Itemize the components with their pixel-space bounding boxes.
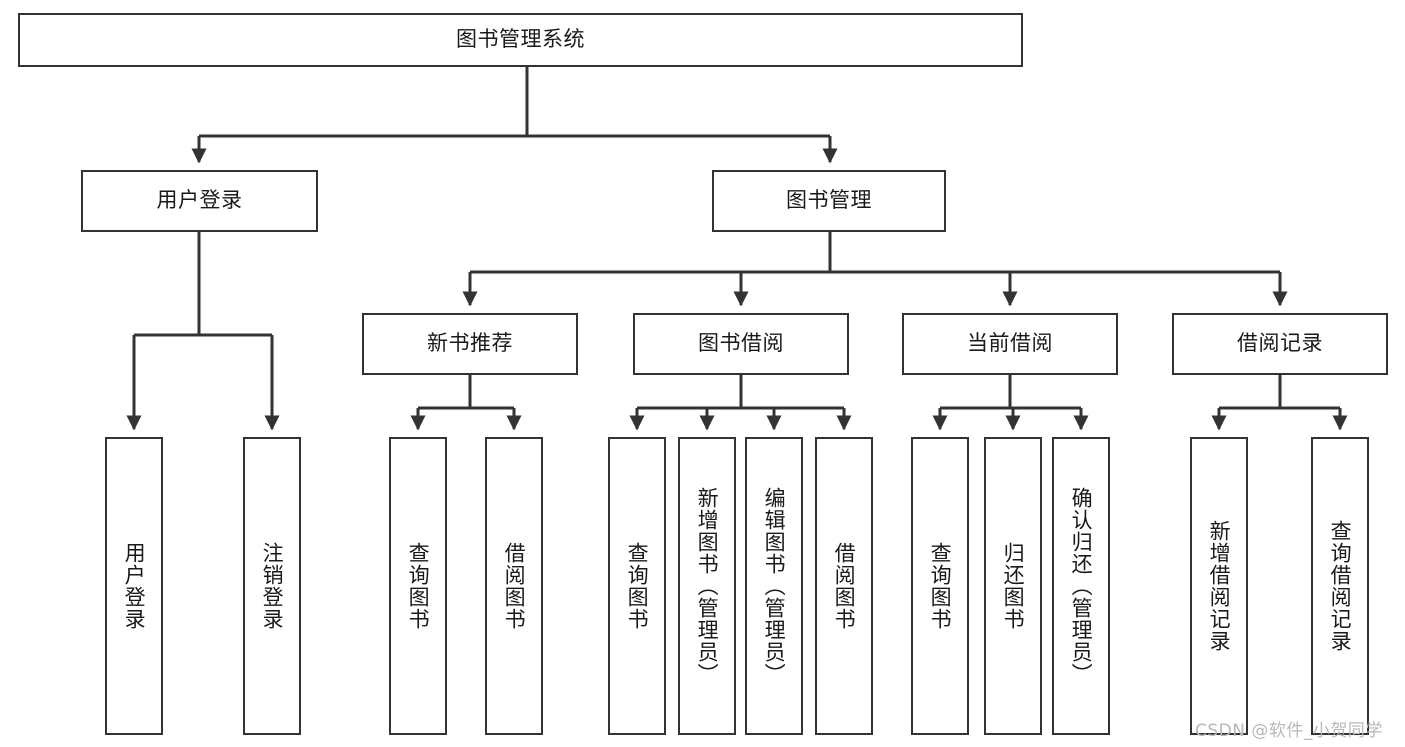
node-borrow-record[interactable]: 借阅记录 — [1172, 313, 1388, 375]
node-leaf-edit-book[interactable]: 编辑图书（管理员） — [745, 437, 803, 735]
node-label: 用户登录 — [156, 188, 243, 213]
node-leaf-query-book-3[interactable]: 查询图书 — [911, 437, 969, 735]
node-label: 新增图书（管理员） — [695, 487, 720, 685]
node-label: 当前借阅 — [967, 331, 1053, 356]
node-label: 图书管理 — [786, 188, 872, 213]
node-label: 用户登录 — [122, 542, 147, 630]
node-leaf-add-record[interactable]: 新增借阅记录 — [1190, 437, 1248, 735]
node-leaf-logout[interactable]: 注销登录 — [243, 437, 301, 735]
node-label: 图书借阅 — [698, 331, 784, 356]
node-leaf-return-book[interactable]: 归还图书 — [984, 437, 1042, 735]
node-leaf-query-record[interactable]: 查询借阅记录 — [1311, 437, 1369, 735]
node-leaf-query-book-1[interactable]: 查询图书 — [389, 437, 447, 735]
node-leaf-user-login[interactable]: 用户登录 — [105, 437, 163, 735]
node-label: 图书管理系统 — [456, 27, 585, 52]
node-book-borrow[interactable]: 图书借阅 — [633, 313, 849, 375]
node-label: 借阅图书 — [502, 542, 527, 630]
node-label: 归还图书 — [1001, 542, 1026, 630]
node-current-borrow[interactable]: 当前借阅 — [902, 313, 1118, 375]
node-label: 查询图书 — [928, 542, 953, 630]
node-label: 确认归还（管理员） — [1069, 487, 1094, 685]
node-leaf-confirm-return[interactable]: 确认归还（管理员） — [1052, 437, 1110, 735]
node-label: 新增借阅记录 — [1207, 520, 1232, 652]
node-label: 注销登录 — [260, 542, 285, 630]
node-new-book-rec[interactable]: 新书推荐 — [362, 313, 578, 375]
csdn-watermark: CSDN @软件_小贺同学 — [1195, 721, 1383, 741]
node-label: 查询图书 — [406, 542, 431, 630]
node-leaf-borrow-book-2[interactable]: 借阅图书 — [815, 437, 873, 735]
node-label: 借阅图书 — [832, 542, 857, 630]
node-label: 借阅记录 — [1237, 331, 1323, 356]
node-leaf-borrow-book-1[interactable]: 借阅图书 — [485, 437, 543, 735]
node-user-login[interactable]: 用户登录 — [81, 170, 318, 232]
node-root[interactable]: 图书管理系统 — [18, 13, 1023, 67]
node-book-manage[interactable]: 图书管理 — [712, 170, 946, 232]
node-label: 查询图书 — [625, 542, 650, 630]
node-label: 编辑图书（管理员） — [762, 487, 787, 685]
node-label: 新书推荐 — [427, 331, 513, 356]
node-label: 查询借阅记录 — [1328, 520, 1353, 652]
node-leaf-query-book-2[interactable]: 查询图书 — [608, 437, 666, 735]
node-leaf-add-book[interactable]: 新增图书（管理员） — [678, 437, 736, 735]
